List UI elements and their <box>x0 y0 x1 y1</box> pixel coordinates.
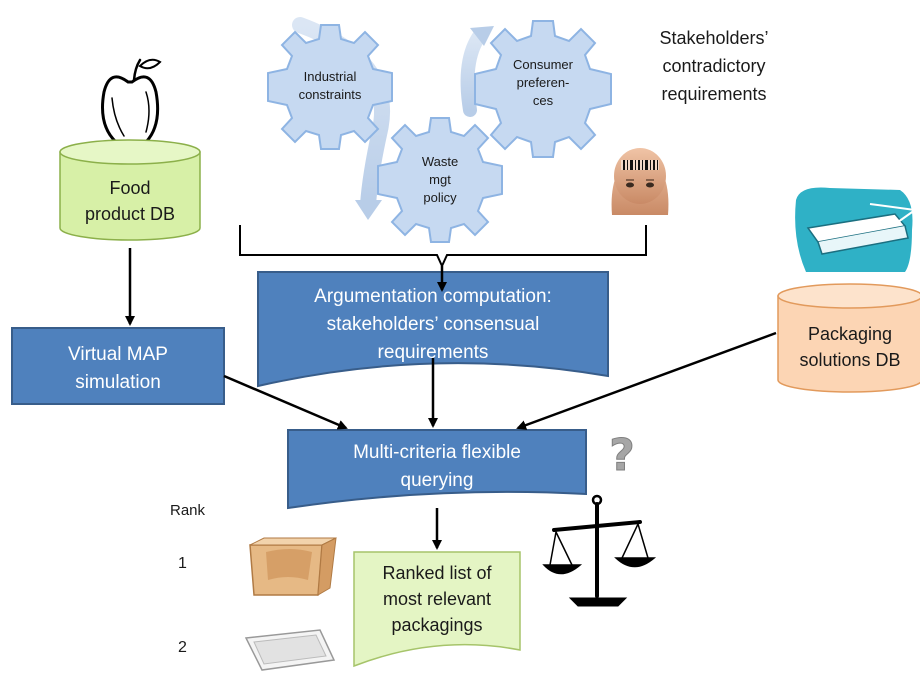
barcode-head-icon <box>611 148 669 215</box>
argumentation-line3: requirements <box>378 342 489 363</box>
query-box: Multi-criteria flexible querying <box>287 429 587 510</box>
rank-item-1: 1 <box>178 555 187 572</box>
stakeholders-line3: requirements <box>661 84 766 104</box>
rank-header: Rank <box>170 502 206 519</box>
gear-waste-line3: policy <box>423 190 457 205</box>
packaging-solutions-db: Packaging solutions DB <box>777 283 920 393</box>
argumentation-line2: stakeholders’ consensual <box>327 314 540 335</box>
arrow-map-to-query <box>223 374 348 430</box>
virtual-map-box: Virtual MAP simulation <box>11 327 225 405</box>
stakeholders-line1: Stakeholders’ <box>659 28 768 48</box>
ranked-line2: most relevant <box>383 589 491 609</box>
gear-waste-line1: Waste <box>422 154 458 169</box>
query-line2: querying <box>401 470 474 491</box>
food-product-db: Food product DB <box>59 139 201 241</box>
cycle-arrow-right-head <box>470 26 494 46</box>
cycle-arrow-left-head <box>355 200 382 220</box>
arrow-packaging-to-query <box>516 331 777 430</box>
gear-waste: Waste mgt policy <box>377 117 503 243</box>
gear-consumer-line2: preferen- <box>517 75 570 90</box>
apple-icon <box>101 58 162 149</box>
gear-consumer-line3: ces <box>533 93 554 108</box>
packaging-db-line1: Packaging <box>808 324 892 344</box>
cycle-arrow-right <box>460 28 487 117</box>
food-db-line2: product DB <box>85 204 175 224</box>
gear-industrial-line2: constraints <box>299 87 362 102</box>
query-line1: Multi-criteria flexible <box>353 442 521 463</box>
question-mark-glyph: ? <box>609 430 635 481</box>
stakeholders-line2: contradictory <box>662 56 765 76</box>
gear-industrial: Industrial constraints <box>267 24 393 150</box>
gear-industrial-line1: Industrial <box>304 69 357 84</box>
virtual-map-line1: Virtual MAP <box>68 344 168 365</box>
gear-waste-line2: mgt <box>429 172 451 187</box>
packaging-film-icon <box>795 187 918 272</box>
stakeholders-label: Stakeholders’ contradictory requirements <box>659 28 768 104</box>
ranked-list: Ranked list of most relevant packagings <box>353 551 521 668</box>
ranked-line1: Ranked list of <box>382 563 492 583</box>
gear-consumer: Consumer preferen- ces <box>474 20 612 158</box>
ranked-line3: packagings <box>391 615 482 635</box>
tray-white-icon <box>244 629 336 671</box>
rank-item-2: 2 <box>178 639 187 656</box>
argumentation-line1: Argumentation computation: <box>314 286 552 307</box>
tray-brown-icon <box>249 537 337 596</box>
packaging-db-line2: solutions DB <box>799 350 900 370</box>
food-db-line1: Food <box>109 178 150 198</box>
virtual-map-line2: simulation <box>75 372 161 393</box>
gear-consumer-line1: Consumer <box>513 57 574 72</box>
scales-icon <box>542 494 657 607</box>
argumentation-box: Argumentation computation: stakeholders’… <box>257 271 609 388</box>
question-mark-icon: ? <box>609 430 636 482</box>
